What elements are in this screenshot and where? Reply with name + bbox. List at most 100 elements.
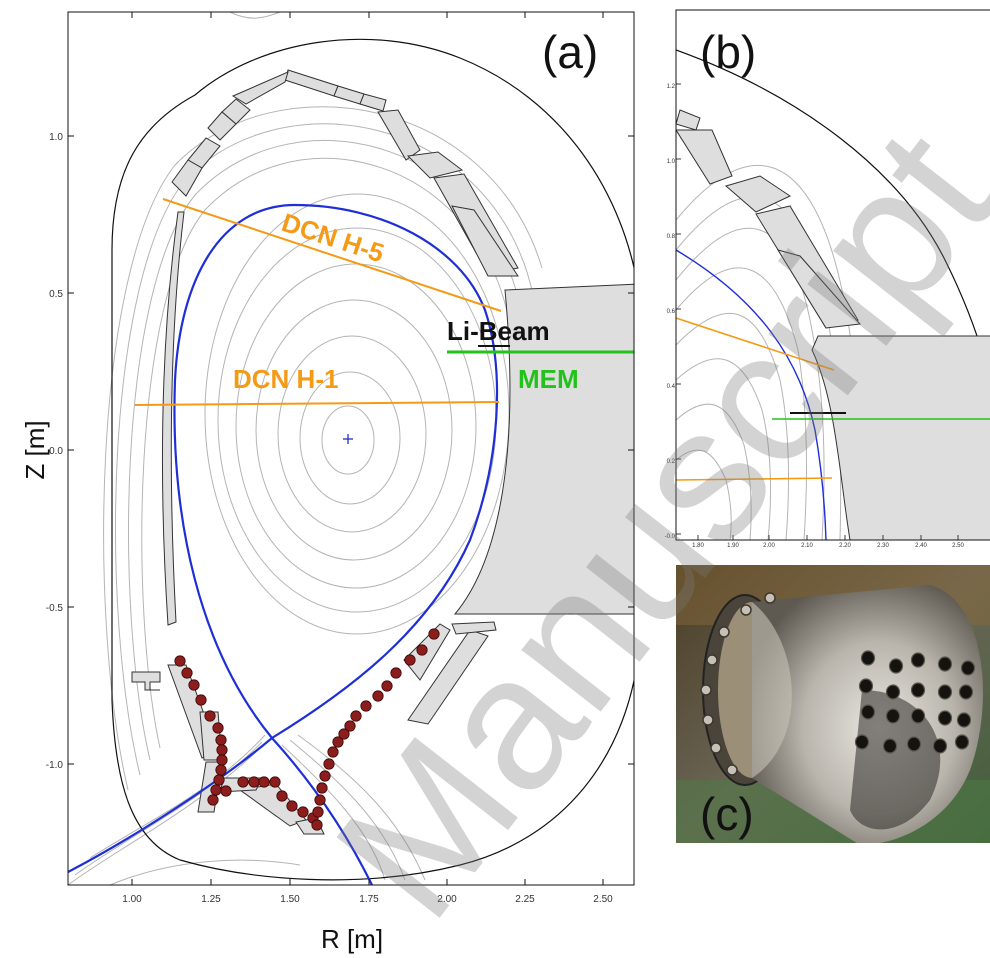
probe-dot: [258, 776, 270, 788]
probe-dot: [416, 644, 428, 656]
y-tick-label: -0.0: [665, 534, 676, 540]
panel-b: 1.80 1.90 2.00 2.10 2.20 2.30 2.40 2.50 …: [665, 9, 990, 549]
flange-bolt: [718, 626, 730, 638]
probe-dot: [220, 785, 232, 797]
probe-hole: [932, 738, 948, 754]
flange-bolt: [710, 742, 722, 754]
probe-hole: [937, 684, 953, 700]
separatrix-outer-leg: [271, 737, 373, 885]
probe-hole: [906, 736, 922, 752]
probe-hole: [910, 652, 926, 668]
y-tick-label: 0.4: [667, 384, 676, 390]
probe-dot: [215, 764, 227, 776]
y-tick-label: 0.0: [49, 446, 63, 457]
probe-dot: [316, 782, 328, 794]
upper-divertor-tiles: [171, 69, 519, 277]
probe-dot: [215, 734, 227, 746]
panel-a-ticks: [68, 12, 634, 885]
dcn-h1-chord: [134, 401, 500, 406]
divertor-probes: [174, 628, 440, 831]
probe-hole: [960, 660, 976, 676]
flange-bolt: [740, 604, 752, 616]
flange-bolts: [700, 592, 776, 776]
probe-hole: [858, 678, 874, 694]
probe-dot: [319, 770, 331, 782]
flange-bolt: [700, 684, 712, 696]
probe-dot: [207, 794, 219, 806]
x-tick-label: 2.00: [763, 543, 775, 549]
panel-b-tile: [676, 109, 701, 131]
x-tick-label: 2.00: [437, 894, 457, 905]
dcn-h5-chord: [162, 198, 502, 312]
y-tick-label: 1.0: [49, 132, 63, 143]
probe-dot: [237, 776, 249, 788]
probe-hole: [910, 708, 926, 724]
probe-dot: [372, 690, 384, 702]
inner-limiter: [162, 211, 185, 626]
panel-a-frame: [67, 11, 635, 886]
probe-dot: [311, 819, 323, 831]
probe-hole: [885, 684, 901, 700]
probe-dot: [314, 794, 326, 806]
x-tick-label: 1.50: [280, 894, 300, 905]
probe-dot: [269, 776, 281, 788]
probe-dot: [332, 736, 344, 748]
probe-hole: [910, 682, 926, 698]
probe-dot: [276, 790, 288, 802]
probe-hole: [956, 712, 972, 728]
probe-dot: [344, 720, 356, 732]
x-tick-label: 2.20: [839, 543, 851, 549]
y-tick-label: 0.8: [667, 234, 676, 240]
y-tick-label: 1.0: [667, 159, 676, 165]
probe-hole: [937, 656, 953, 672]
x-tick-label: 1.25: [201, 894, 221, 905]
panel-b-vessel: [676, 49, 990, 384]
x-tick-label: 2.10: [801, 543, 813, 549]
probe-dot: [404, 654, 416, 666]
panel-b-dcn-h1: [676, 477, 833, 481]
probe-dot: [181, 667, 193, 679]
probe-hole: [958, 684, 974, 700]
mem-label: MEM: [518, 364, 579, 394]
x-tick-label: 2.40: [915, 543, 927, 549]
probe-hole: [860, 650, 876, 666]
y-tick-label: 0.2: [667, 459, 676, 465]
flange-bolt: [764, 592, 776, 604]
y-tick-label: 0.6: [667, 309, 676, 315]
x-tick-label: 1.80: [692, 543, 704, 549]
panel-b-frame: [675, 9, 990, 541]
x-tick-label: 2.50: [952, 543, 964, 549]
probe-dot: [195, 694, 207, 706]
probe-hole: [854, 734, 870, 750]
probe-dot: [390, 667, 402, 679]
flange-bolt: [706, 654, 718, 666]
probe-dot: [248, 776, 260, 788]
probe-dot: [297, 806, 309, 818]
probe-dot: [212, 722, 224, 734]
separatrix: [173, 203, 499, 740]
separatrix-inner-leg: [68, 737, 273, 873]
x-tick-label: 2.30: [877, 543, 889, 549]
li-beam-label: Li-Beam: [447, 316, 550, 346]
probe-dot: [216, 754, 228, 766]
magnetic-axis-marker: [343, 434, 353, 444]
vacuum-vessel: [111, 38, 634, 881]
probe-dot: [338, 728, 350, 740]
x-tick-label: 1.75: [359, 894, 379, 905]
panel-c-label: (c): [700, 788, 754, 840]
y-axis-label: Z [m]: [20, 420, 50, 479]
panel-b-separatrix: [676, 249, 827, 540]
probe-dot: [350, 710, 362, 722]
y-tick-label: -0.5: [46, 603, 64, 614]
probe-dot: [381, 680, 393, 692]
mem-probe-head-image: [700, 585, 983, 843]
probe-hole: [954, 734, 970, 750]
y-tick-label: 0.5: [49, 289, 63, 300]
panel-a: 1.00 1.25 1.50 1.75 2.00 2.25 2.50 1.0 0…: [20, 11, 635, 954]
panel-b-tile: [776, 249, 862, 329]
probe-dot: [286, 800, 298, 812]
probe-dot: [428, 628, 440, 640]
x-tick-label: 1.00: [122, 894, 142, 905]
probe-holes: [854, 650, 976, 754]
panel-b-label: (b): [700, 26, 756, 78]
